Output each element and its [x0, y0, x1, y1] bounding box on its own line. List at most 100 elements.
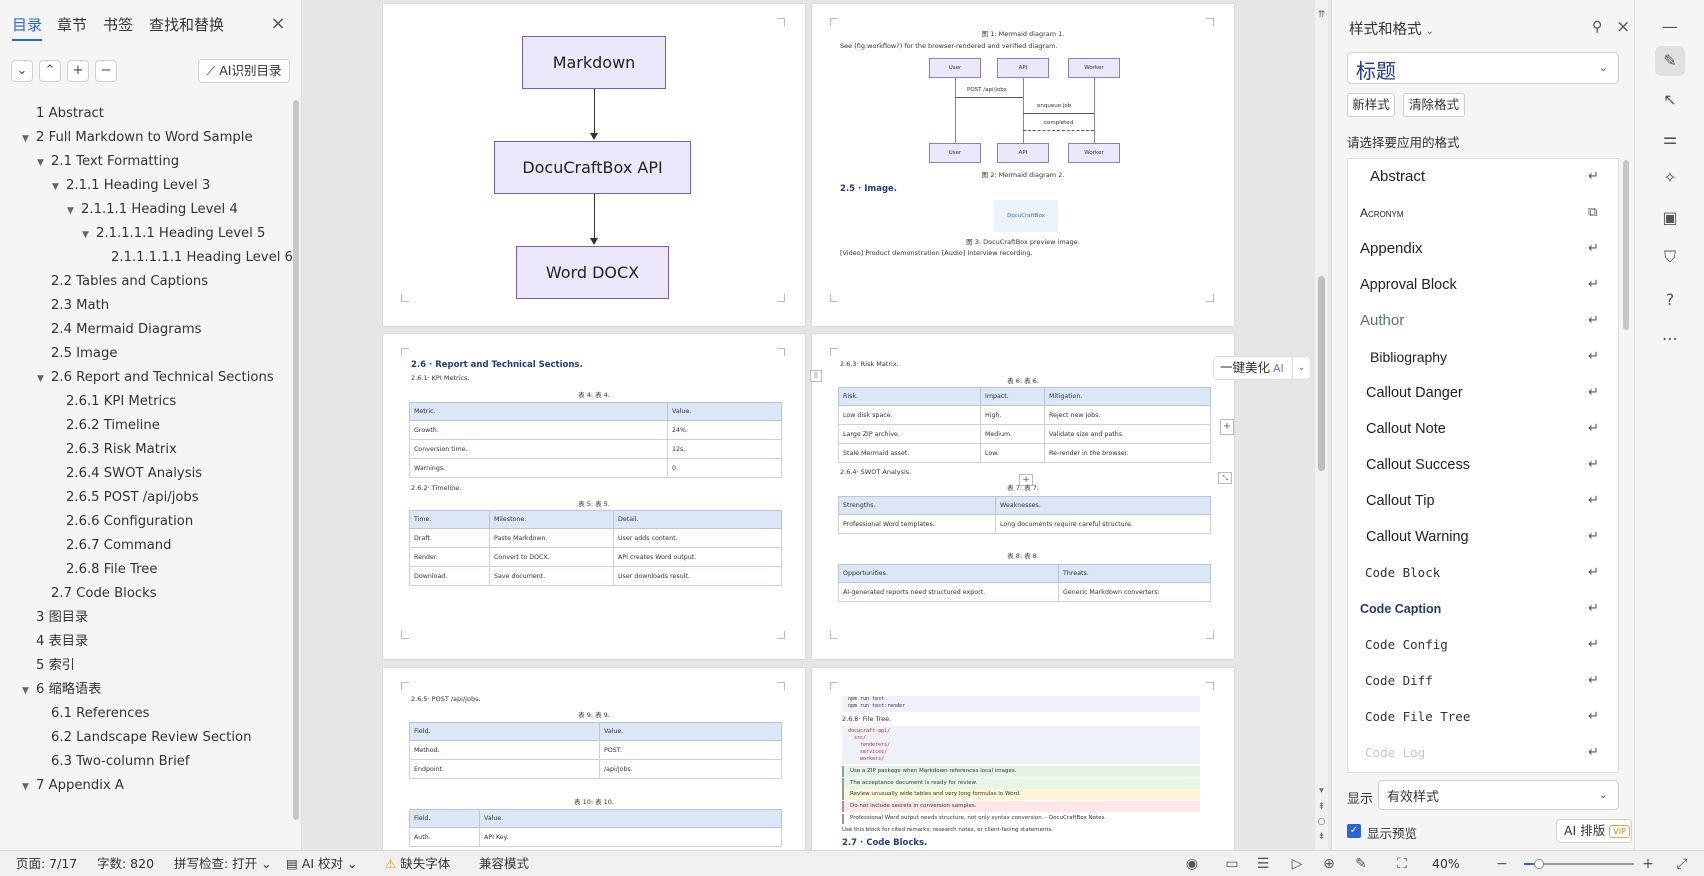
expand-triangle-icon[interactable]: ▼ [82, 230, 89, 240]
expand-down-icon[interactable]: ⌄ [11, 60, 33, 82]
remove-heading-icon[interactable]: − [95, 60, 117, 82]
style-item[interactable]: Code Caption↵ [1348, 591, 1610, 627]
toc-item[interactable]: 5 索引 [22, 654, 75, 678]
toc-item[interactable]: 3 图目录 [22, 606, 88, 630]
clear-format-button[interactable]: 清除格式 [1403, 93, 1465, 117]
close-icon[interactable]: × [270, 13, 286, 34]
zoom-out-icon[interactable]: − [1496, 856, 1508, 872]
ai-toc-button[interactable]: ⟋ AI识别目录 [198, 59, 290, 83]
toc-item[interactable]: 2.6.8 File Tree [52, 558, 157, 582]
new-style-button[interactable]: 新样式 [1347, 93, 1395, 117]
style-item[interactable]: Callout Note↵ [1348, 411, 1610, 447]
fit-page-icon[interactable]: ⛶ [1397, 856, 1407, 872]
expand-triangle-icon[interactable]: ▼ [22, 686, 29, 696]
next-page-icon[interactable]: ⇟ [1317, 832, 1326, 842]
style-item[interactable]: Code File Tree↵ [1348, 699, 1610, 735]
toc-item[interactable]: ▼2.1.1.1 Heading Level 4 [67, 198, 238, 222]
play-icon[interactable]: ▷ [1291, 856, 1303, 872]
document-canvas[interactable]: Markdown DocuCraftBox API Word DOCX 图 1:… [303, 0, 1315, 850]
cursor-select-icon[interactable]: ↖ [1663, 90, 1677, 109]
nav-scrollbar[interactable] [293, 100, 299, 820]
toc-item[interactable]: 2.7 Code Blocks [37, 582, 157, 606]
style-item[interactable]: Abstract↵ [1348, 159, 1610, 195]
style-item[interactable]: Callout Success↵ [1348, 447, 1610, 483]
style-item[interactable]: Appendix↵ [1348, 231, 1610, 267]
toc-item[interactable]: 6.3 Two-column Brief [37, 750, 190, 774]
add-row-icon[interactable]: + [1019, 474, 1033, 486]
style-list[interactable]: Abstract↵Acronym⧉Appendix↵Approval Block… [1347, 158, 1619, 773]
style-item[interactable]: Code Config↵ [1348, 627, 1610, 663]
style-item[interactable]: Callout Tip↵ [1348, 483, 1610, 519]
pen-style-icon[interactable]: ✎ [1655, 46, 1685, 76]
tab-bookmarks[interactable]: 书签 [103, 16, 134, 34]
word-count[interactable]: 字数: 820 [97, 856, 155, 871]
toc-item[interactable]: 2.4 Mermaid Diagrams [37, 318, 202, 342]
expand-triangle-icon[interactable]: ▼ [22, 782, 29, 792]
zoom-slider[interactable] [1524, 859, 1634, 869]
style-item[interactable]: Author↵ [1348, 303, 1610, 339]
page-view-icon[interactable]: ▭ [1225, 856, 1239, 872]
toc-item[interactable]: 2.6.4 SWOT Analysis [52, 462, 202, 486]
outline-view-icon[interactable]: ☰ [1256, 856, 1270, 872]
toc-item[interactable]: ▼2.1.1.1.1 Heading Level 5 [82, 222, 265, 246]
panel-title[interactable]: 样式和格式⌄ [1349, 18, 1434, 39]
spell-check-menu[interactable]: 拼写检查: 打开 ⌄ [174, 851, 272, 876]
show-preview-checkbox[interactable]: ✓ [1347, 824, 1361, 838]
style-item[interactable]: Code Diff↵ [1348, 663, 1610, 699]
zoom-knob[interactable] [1534, 859, 1545, 869]
clothing-icon[interactable]: ⛉ [1663, 247, 1676, 266]
current-style-select[interactable]: 标题 ⌄ [1347, 52, 1619, 84]
scroll-top-icon[interactable]: ⇈ [1317, 10, 1326, 20]
style-item[interactable]: Callout Danger↵ [1348, 375, 1610, 411]
scroll-thumb[interactable] [1318, 276, 1325, 471]
toc-item[interactable]: 2.6.7 Command [52, 534, 172, 558]
toc-item[interactable]: ▼7 Appendix A [22, 774, 124, 798]
style-list-scrollbar[interactable] [1623, 160, 1629, 330]
adjust-sliders-icon[interactable]: ⚌ [1662, 129, 1678, 148]
image-edit-icon[interactable]: ▣ [1662, 208, 1678, 227]
ai-proof-menu[interactable]: ▤ AI 校对 ⌄ [286, 851, 357, 876]
add-column-icon[interactable]: + [1220, 419, 1234, 435]
fullscreen-icon[interactable]: ⤢ [1676, 856, 1688, 872]
scroll-down-icon[interactable]: ▾ [1319, 786, 1324, 796]
toc-item[interactable]: 1 Abstract [22, 102, 104, 126]
expand-triangle-icon[interactable]: ▼ [52, 182, 59, 192]
style-item[interactable]: Bibliography↵ [1348, 339, 1610, 375]
missing-font-button[interactable]: ⚠ 缺失字体 [385, 851, 450, 876]
toc-item[interactable]: 4 表目录 [22, 630, 88, 654]
style-item[interactable]: Approval Block↵ [1348, 267, 1610, 303]
help-icon[interactable]: ? [1665, 290, 1675, 309]
tab-toc[interactable]: 目录 [12, 16, 43, 41]
collapse-up-icon[interactable]: ⌃ [39, 60, 61, 82]
page-marker-icon[interactable]: ○ [1317, 817, 1326, 827]
expand-triangle-icon[interactable]: ▼ [67, 206, 74, 216]
close-icon[interactable]: × [1616, 17, 1631, 37]
toc-item[interactable]: ▼2.1 Text Formatting [37, 150, 179, 174]
page-count[interactable]: 页面: 7/17 [16, 856, 78, 871]
document-scrollbar[interactable]: ⇈ ▾ ⇞ ○ ⇟ [1315, 0, 1328, 850]
expand-triangle-icon[interactable]: ▼ [37, 158, 44, 168]
style-item[interactable]: Acronym⧉ [1348, 195, 1610, 231]
expand-triangle-icon[interactable]: ▼ [37, 374, 44, 384]
toc-item[interactable]: 2.2 Tables and Captions [37, 270, 208, 294]
web-view-icon[interactable]: ⊕ [1323, 856, 1335, 872]
chevron-down-icon[interactable]: ⌄ [1292, 357, 1310, 379]
pin-icon[interactable]: ⚲ [1592, 19, 1603, 35]
table-move-handle[interactable]: ⠿ [810, 370, 822, 382]
expand-triangle-icon[interactable]: ▼ [22, 134, 29, 144]
style-item[interactable]: Callout Warning↵ [1348, 519, 1610, 555]
toc-item[interactable]: 2.6.6 Configuration [52, 510, 193, 534]
style-item[interactable]: Code Log↵ [1348, 735, 1610, 771]
tab-find-replace[interactable]: 查找和替换 [149, 16, 225, 34]
toc-item[interactable]: 6.1 References [37, 702, 149, 726]
toc-item[interactable]: 2.6.5 POST /api/jobs [52, 486, 199, 510]
toc-item[interactable]: ▼6 缩略语表 [22, 678, 101, 702]
zoom-in-icon[interactable]: + [1642, 856, 1654, 872]
prev-page-icon[interactable]: ⇞ [1317, 802, 1326, 812]
minimize-icon[interactable]: — [1662, 17, 1678, 36]
more-icon[interactable]: ⋯ [1662, 329, 1678, 348]
toc-item[interactable]: 6.2 Landscape Review Section [37, 726, 251, 750]
tab-chapters[interactable]: 章节 [57, 16, 88, 34]
